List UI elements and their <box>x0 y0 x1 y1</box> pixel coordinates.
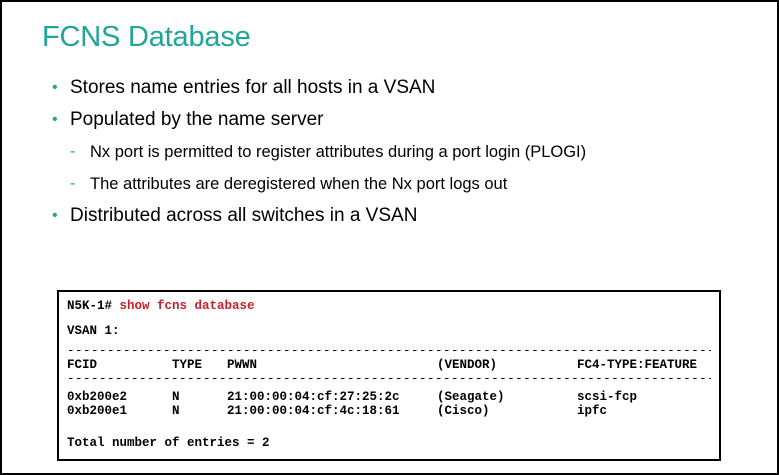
cli-prompt-line: N5K-1# show fcns database <box>67 299 255 313</box>
sub-bullet-marker: - <box>70 143 76 160</box>
table-rule-top: ----------------------------------------… <box>67 344 711 358</box>
bullet-marker: • <box>52 111 58 128</box>
sub-bullet-item: - Nx port is permitted to register attri… <box>52 136 586 168</box>
cell-type: N <box>172 404 180 418</box>
sub-bullet-text: The attributes are deregistered when the… <box>90 175 508 193</box>
bullet-item: • Stores name entries for all hosts in a… <box>52 72 586 104</box>
cell-vendor: (Seagate) <box>437 390 505 404</box>
header-pwwn: PWWN <box>227 358 258 372</box>
cell-fcid: 0xb200e1 <box>67 404 128 418</box>
bullet-item: • Populated by the name server <box>52 104 586 136</box>
bullet-item: • Distributed across all switches in a V… <box>52 200 586 232</box>
cli-command: show fcns database <box>119 299 255 313</box>
cell-fcid: 0xb200e2 <box>67 390 128 404</box>
total-entries: Total number of entries = 2 <box>67 436 270 450</box>
bullet-text: Stores name entries for all hosts in a V… <box>70 77 436 98</box>
cell-fc4-type: scsi-fcp <box>577 390 638 404</box>
cell-vendor: (Cisco) <box>437 404 490 418</box>
bullet-marker: • <box>52 79 58 96</box>
cell-pwwn: 21:00:00:04:cf:27:25:2c <box>227 390 400 404</box>
slide-title: FCNS Database <box>42 21 251 53</box>
bullet-text: Populated by the name server <box>70 109 324 130</box>
bullet-marker: • <box>52 207 58 224</box>
bullet-list: • Stores name entries for all hosts in a… <box>52 72 586 232</box>
cell-pwwn: 21:00:00:04:cf:4c:18:61 <box>227 404 400 418</box>
cell-type: N <box>172 390 180 404</box>
header-fcid: FCID <box>67 358 98 372</box>
header-fc4-type: FC4-TYPE:FEATURE <box>577 358 698 372</box>
cli-output-box: N5K-1# show fcns database VSAN 1: ------… <box>57 290 721 461</box>
bullet-text: Distributed across all switches in a VSA… <box>70 205 418 226</box>
table-rule-bottom: ----------------------------------------… <box>67 372 711 386</box>
header-type: TYPE <box>172 358 203 372</box>
sub-bullet-text: Nx port is permitted to register attribu… <box>90 143 587 161</box>
vsan-label: VSAN 1: <box>67 324 120 338</box>
sub-bullet-marker: - <box>70 175 76 192</box>
cli-prompt: N5K-1# <box>67 299 120 313</box>
sub-bullet-item: - The attributes are deregistered when t… <box>52 168 586 200</box>
cell-fc4-type: ipfc <box>577 404 608 418</box>
header-vendor: (VENDOR) <box>437 358 498 372</box>
